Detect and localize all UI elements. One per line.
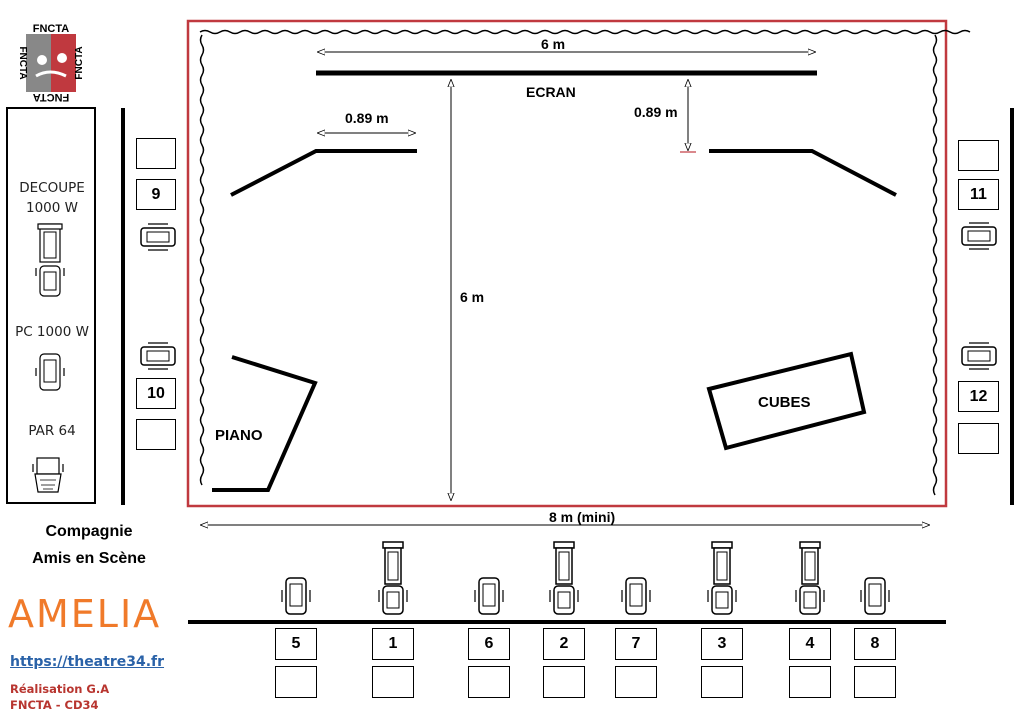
show-title: AMELIA <box>8 592 162 636</box>
credit-line-1: Réalisation G.A <box>10 682 110 696</box>
front-light-number: 1 <box>372 628 414 660</box>
screen-width-label: 6 m <box>541 36 566 52</box>
pc-symbol <box>35 353 65 391</box>
light-number-12: 12 <box>958 381 999 412</box>
light-number-10: 10 <box>136 378 176 409</box>
front-light-number: 3 <box>701 628 743 660</box>
pc-fixture-icon <box>474 577 504 615</box>
front-light-number: 7 <box>615 628 657 660</box>
light-number-11: 11 <box>958 179 999 210</box>
screen-label: ECRAN <box>526 84 576 100</box>
empty-slot <box>701 666 743 698</box>
curtain-top <box>199 29 971 35</box>
credit-line-2: FNCTA - CD34 <box>10 698 99 712</box>
empty-slot <box>275 666 317 698</box>
pc-fixture-icon <box>961 342 997 370</box>
pc-fixture-icon <box>961 222 997 250</box>
left-panel-dim-label: 0.89 m <box>345 110 389 126</box>
front-light-number: 5 <box>275 628 317 660</box>
front-light-number: 8 <box>854 628 896 660</box>
pc-fixture-icon <box>281 577 311 615</box>
left-panel <box>230 149 417 197</box>
empty-slot <box>958 423 999 454</box>
pc-fixture-icon <box>860 577 890 615</box>
fncta-logo: FNCTA FNCTA FNCTA FNCTA <box>12 22 90 104</box>
svg-text:FNCTA: FNCTA <box>33 91 70 103</box>
website-link[interactable]: https://theatre34.fr <box>10 654 165 670</box>
front-light-number: 2 <box>543 628 585 660</box>
stage-outline <box>186 19 948 508</box>
width-label: 8 m (mini) <box>549 509 616 525</box>
front-light-number: 4 <box>789 628 831 660</box>
decoupe-fixture-icon <box>549 541 579 615</box>
empty-slot <box>543 666 585 698</box>
empty-slot <box>372 666 414 698</box>
pc-fixture-icon <box>140 223 176 251</box>
depth-label: 6 m <box>460 289 485 305</box>
piano-label: PIANO <box>215 427 263 444</box>
empty-slot <box>615 666 657 698</box>
empty-slot <box>468 666 510 698</box>
pc-fixture-icon <box>140 342 176 370</box>
legend-pc-label: PC 1000 W <box>15 324 89 340</box>
front-light-number: 6 <box>468 628 510 660</box>
legend-par-label: PAR 64 <box>28 423 76 439</box>
empty-slot <box>789 666 831 698</box>
piano-shape <box>212 355 318 492</box>
right-panel <box>709 149 897 197</box>
cubes-label: CUBES <box>758 394 811 411</box>
par-symbol <box>32 457 64 493</box>
svg-text:FNCTA: FNCTA <box>17 46 28 79</box>
empty-slot <box>958 140 999 171</box>
fixture-legend <box>6 107 96 504</box>
decoupe-symbol <box>35 223 65 297</box>
curtain-right <box>932 34 938 496</box>
pc-fixture-icon <box>621 577 651 615</box>
svg-text:FNCTA: FNCTA <box>74 46 85 79</box>
cubes-shape <box>706 351 867 451</box>
right-panel-dim-label: 0.89 m <box>634 104 678 120</box>
curtain-left <box>199 34 205 486</box>
empty-slot <box>136 138 176 169</box>
light-number-9: 9 <box>136 179 176 210</box>
empty-slot <box>854 666 896 698</box>
decoupe-fixture-icon <box>795 541 825 615</box>
svg-text:FNCTA: FNCTA <box>33 23 70 35</box>
decoupe-fixture-icon <box>707 541 737 615</box>
decoupe-fixture-icon <box>378 541 408 615</box>
empty-slot <box>136 419 176 450</box>
